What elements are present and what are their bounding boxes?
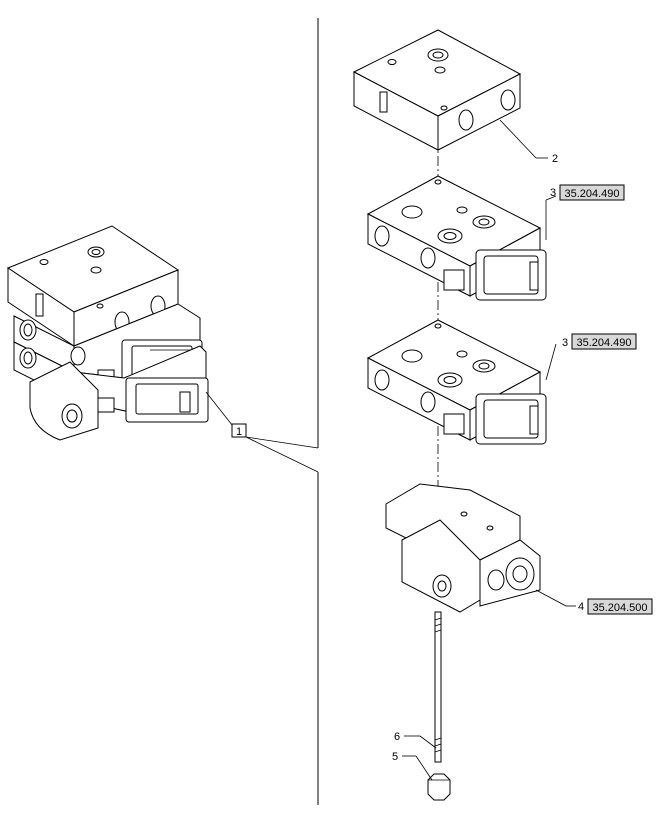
callout-label-nut: 5 xyxy=(392,751,398,763)
callout-label-inlet: 4 xyxy=(578,601,584,613)
hex-nut xyxy=(427,773,451,801)
inlet-section xyxy=(385,483,541,613)
callout-label-section-lower: 3 xyxy=(562,337,568,349)
callout-label-section-upper: 3 xyxy=(550,187,556,199)
tie-rod xyxy=(434,611,442,763)
ref-label-section-upper: 35.204.490 xyxy=(564,188,619,200)
callout-label-assembly: 1 xyxy=(236,426,242,438)
ref-box-section-upper xyxy=(559,184,625,201)
assembled-valve-stack xyxy=(6,225,237,441)
valve-section-lower xyxy=(366,319,547,445)
callout-label-top-cover: 2 xyxy=(552,153,558,165)
ref-box-section-lower xyxy=(571,333,637,350)
callout-label-tie-rod: 6 xyxy=(394,731,400,743)
callout-box-assembly xyxy=(231,423,247,438)
ref-box-inlet xyxy=(587,598,653,615)
ref-label-inlet: 35.204.500 xyxy=(592,602,647,614)
ref-label-section-lower: 35.204.490 xyxy=(576,337,631,349)
valve-section-upper xyxy=(366,175,547,301)
top-cover-block xyxy=(352,29,522,151)
